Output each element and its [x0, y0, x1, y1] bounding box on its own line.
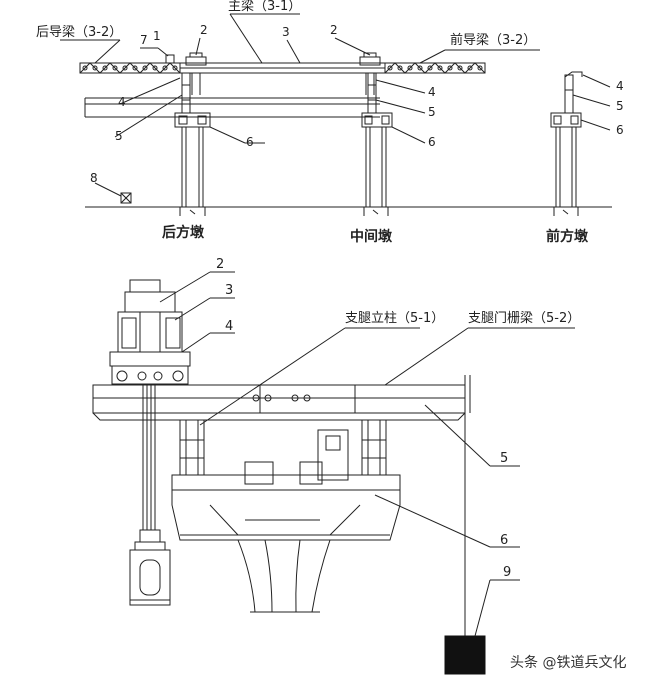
label-4-bottom: 4: [225, 319, 234, 334]
pier-stem-section: [237, 539, 331, 613]
label-front-pier: 前方墩: [546, 229, 588, 245]
label-7: 7: [140, 33, 148, 47]
label-5-middle: 5: [428, 105, 436, 119]
front-pier: [553, 127, 579, 216]
label-4-middle: 4: [428, 85, 436, 99]
pier-cap-section: [171, 474, 401, 541]
item-1-box: [165, 54, 175, 64]
left-leg-column: [179, 419, 205, 476]
label-5-front: 5: [616, 99, 624, 113]
watermark: 头条 @铁道兵文化: [510, 655, 627, 671]
label-2-rear: 2: [200, 23, 208, 37]
rear-guide-beam: [79, 62, 181, 74]
main-beam: [179, 62, 386, 74]
label-6-rear: 6: [246, 135, 254, 149]
label-3-bottom: 3: [225, 283, 234, 298]
rear-hoist-trolley: [185, 52, 207, 95]
bottom-section-view: [92, 271, 575, 675]
lifting-trolley: [109, 279, 191, 385]
label-1: 1: [153, 29, 161, 43]
rear-leg-support: [181, 72, 191, 114]
front-pier-cap: [550, 112, 582, 128]
front-hoist-trolley: [359, 52, 381, 95]
label-9-bottom: 9: [503, 565, 512, 580]
label-4-front: 4: [616, 79, 624, 93]
label-rear-pier: 后方墩: [162, 225, 204, 241]
middle-leg-support: [367, 72, 377, 114]
label-leg-column: 支腿立柱（5-1）: [345, 311, 445, 326]
counterweight: [444, 413, 486, 675]
label-6-bottom: 6: [500, 533, 509, 548]
bottom-leader-lines: [159, 271, 575, 637]
right-leg-column: [361, 419, 387, 476]
label-2-front: 2: [330, 23, 338, 37]
top-leader-lines: [60, 13, 611, 197]
rear-pier-cap: [174, 112, 211, 128]
label-8: 8: [90, 171, 98, 185]
cap-equipment: [244, 429, 349, 485]
label-6-middle: 6: [428, 135, 436, 149]
label-5-bottom: 5: [500, 451, 509, 466]
middle-pier-cap: [361, 112, 393, 128]
hoist-cables: [142, 384, 156, 530]
label-leg-gantry: 支腿门栅梁（5-2）: [468, 311, 581, 326]
label-rear-guide-beam: 后导梁（3-2）: [36, 25, 123, 40]
hook-block: [129, 529, 171, 606]
front-guide-beam: [384, 62, 486, 74]
label-front-guide-beam: 前导梁（3-2）: [450, 33, 537, 48]
bridge-deck: [84, 97, 380, 118]
label-3-top: 3: [282, 25, 290, 39]
middle-pier: [363, 127, 389, 216]
top-elevation-view: [60, 13, 612, 216]
label-2-bottom: 2: [216, 257, 225, 272]
label-4-rear: 4: [118, 95, 126, 109]
label-5-rear: 5: [115, 129, 123, 143]
label-middle-pier: 中间墩: [350, 229, 392, 245]
item-8-marker: [120, 192, 132, 204]
rear-pier: [179, 127, 206, 216]
label-6-front: 6: [616, 123, 624, 137]
front-leg-support: [564, 71, 583, 114]
label-main-beam: 主梁（3-1）: [228, 0, 302, 14]
leg-gantry-beam: [92, 375, 471, 421]
